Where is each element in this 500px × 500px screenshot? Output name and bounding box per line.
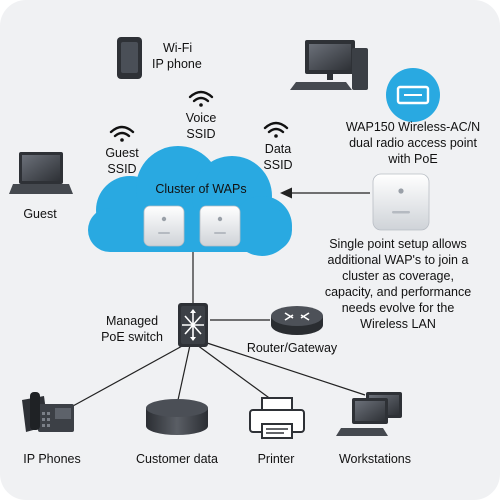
setup-text-line5: needs evolve for the (342, 301, 455, 315)
wap150-label-line1: WAP150 Wireless-AC/N (346, 120, 480, 134)
switch-label-line2: PoE switch (101, 330, 163, 344)
data-ssid-label-line1: Data (265, 142, 291, 156)
voice-ssid-label-line2: SSID (186, 127, 215, 141)
switch-to-ipphones-line (61, 344, 185, 413)
cluster-access-point-1 (143, 205, 185, 247)
router-gateway-icon (271, 306, 323, 335)
cluster-access-point-2 (199, 205, 241, 247)
workstations-icon (336, 392, 402, 436)
switch-to-workstations-line (203, 341, 366, 396)
data-ssid-wifi-icon (263, 121, 289, 138)
wap150-label-line3: with PoE (387, 152, 437, 166)
guest-ssid-label-line2: SSID (107, 162, 136, 176)
desktop-workstation-icon (290, 40, 368, 90)
setup-text-line2: additional WAP's to join a (328, 253, 469, 267)
guest-ssid-wifi-icon (109, 125, 135, 142)
switch-to-printer-line (196, 344, 273, 401)
setup-text-line4: capacity, and performance (325, 285, 471, 299)
managed-poe-switch-icon (178, 303, 208, 347)
ip-phones-icon (22, 392, 74, 432)
cluster-label: Cluster of WAPs (155, 182, 246, 196)
wap150-device-icon (372, 173, 430, 231)
voice-ssid-label-line1: Voice (186, 111, 217, 125)
setup-text-line3: cluster as coverage, (342, 269, 454, 283)
data-ssid-label-line2: SSID (263, 158, 292, 172)
workstations-label: Workstations (339, 452, 411, 466)
guest-label: Guest (23, 207, 57, 221)
guest-ssid-label-line1: Guest (105, 146, 139, 160)
printer-label: Printer (258, 452, 295, 466)
switch-to-customerdata-line (177, 344, 191, 401)
wifi-phone-label-line1: Wi-Fi (163, 41, 192, 55)
wifi-phone-label-line2: IP phone (152, 57, 202, 71)
connection-lines (61, 250, 366, 413)
customer-data-label: Customer data (136, 452, 218, 466)
wifi-ip-phone-icon (117, 37, 142, 79)
router-label: Router/Gateway (247, 341, 338, 355)
setup-text-line6: Wireless LAN (360, 317, 436, 331)
ip-phones-label: IP Phones (23, 452, 80, 466)
customer-data-database-icon (146, 399, 208, 435)
setup-text-line1: Single point setup allows (329, 237, 467, 251)
wap150-label-line2: dual radio access point (349, 136, 477, 150)
switch-label-line1: Managed (106, 314, 158, 328)
guest-laptop-icon (9, 152, 73, 194)
voice-ssid-wifi-icon (188, 90, 214, 107)
wap150-access-point-icon (386, 68, 440, 122)
printer-icon (249, 397, 305, 439)
join-arrow (280, 187, 370, 199)
